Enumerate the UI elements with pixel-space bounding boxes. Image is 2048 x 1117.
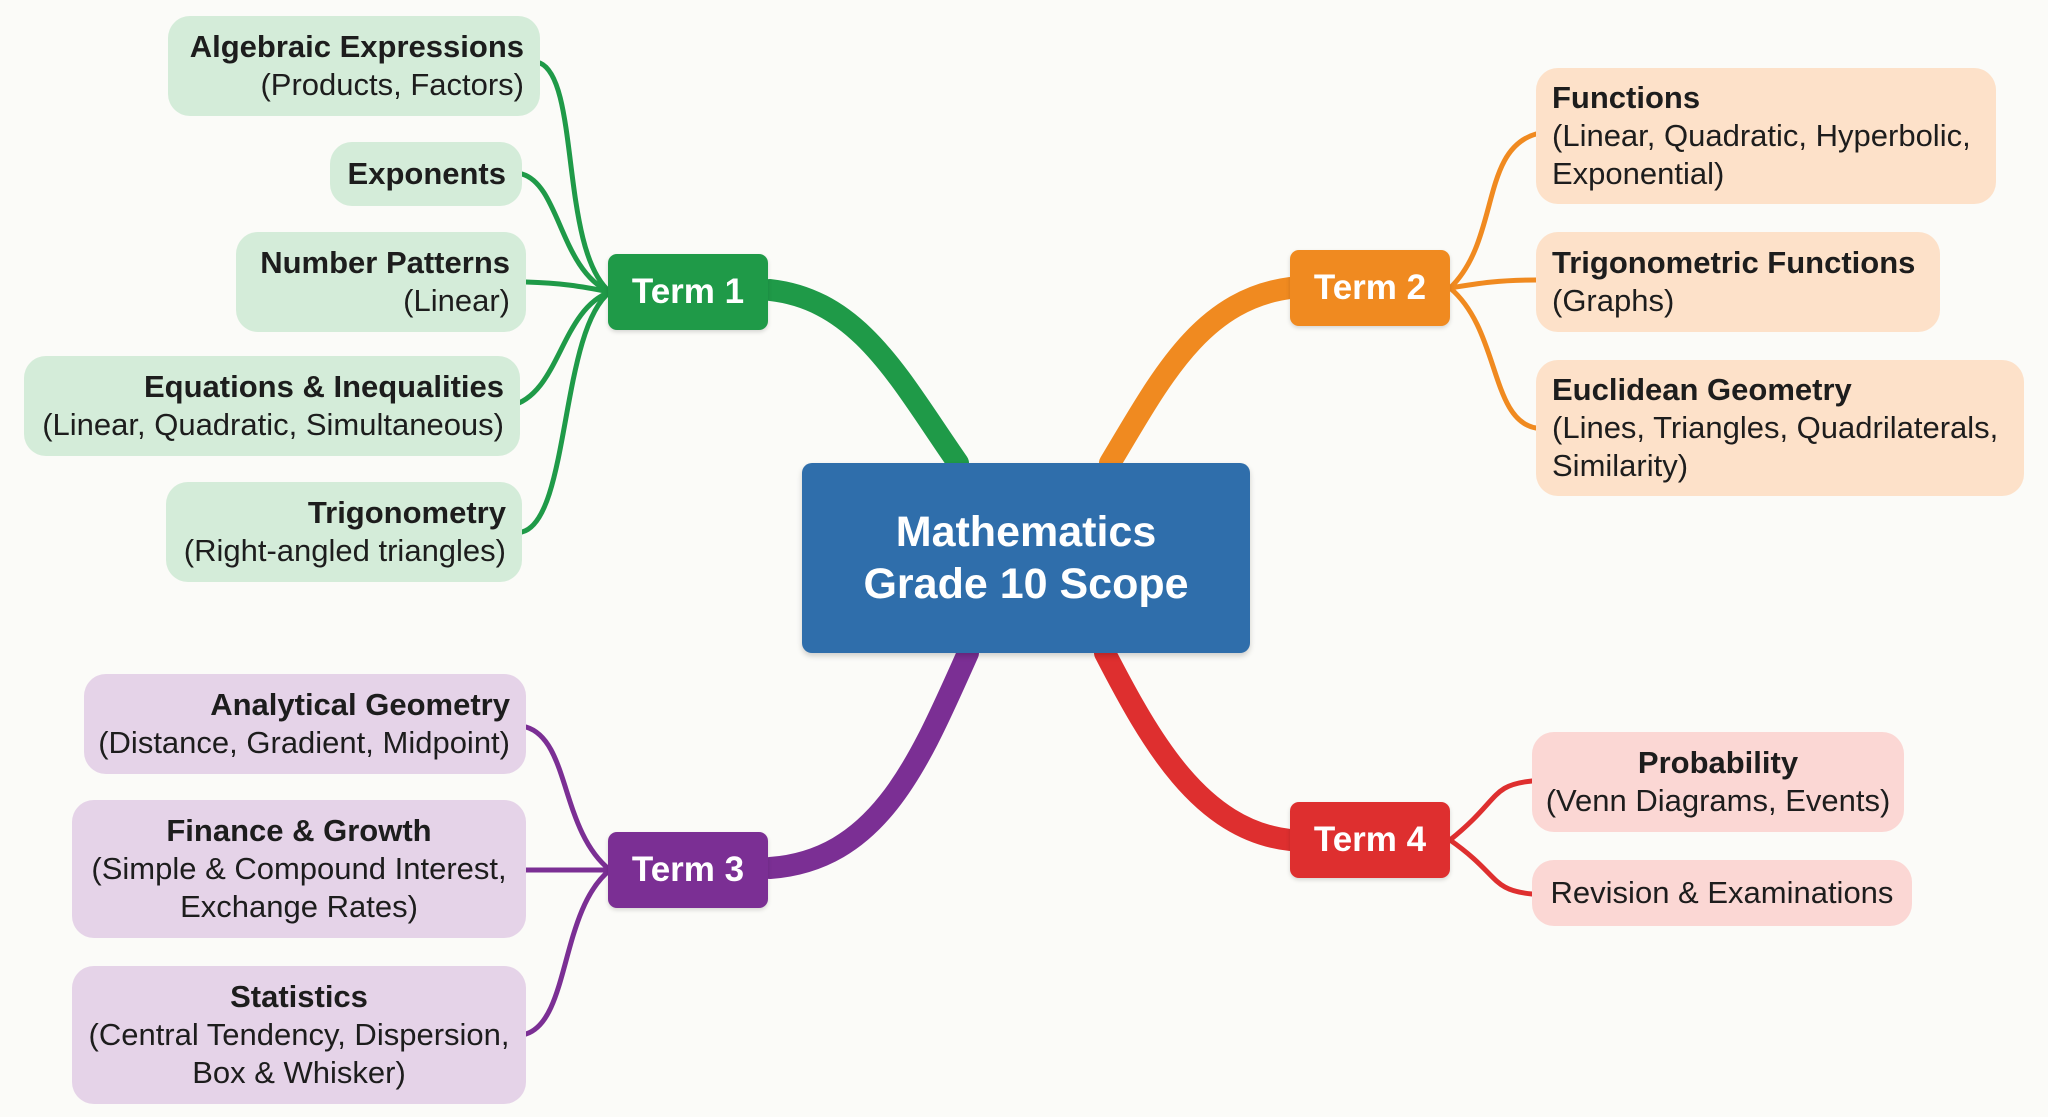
topic-euclidean-geometry: Euclidean Geometry (Lines, Triangles, Qu… xyxy=(1536,360,2024,496)
term-1-label: Term 1 xyxy=(631,272,745,311)
topic-equations-inequalities: Equations & Inequalities (Linear, Quadra… xyxy=(24,356,520,456)
topic-title: Trigonometric Functions xyxy=(1552,245,1916,280)
topic-title: Equations & Inequalities xyxy=(144,369,504,404)
branch-term1 xyxy=(759,279,969,474)
topic-analytical-geometry: Analytical Geometry (Distance, Gradient,… xyxy=(84,674,526,774)
topic-detail: (Lines, Triangles, Quadrilaterals, xyxy=(1552,410,1999,445)
term-2-label: Term 2 xyxy=(1313,268,1427,307)
branch-term2 xyxy=(1099,277,1301,474)
term-4-node: Term 4 xyxy=(1290,802,1450,878)
term-3-label: Term 3 xyxy=(631,850,745,889)
center-title-line2: Grade 10 Scope xyxy=(863,560,1189,608)
topic-statistics: Statistics (Central Tendency, Dispersion… xyxy=(72,966,526,1104)
topic-title: Functions xyxy=(1552,80,1701,115)
topic-detail: (Linear, Quadratic, Hyperbolic, xyxy=(1552,118,1971,153)
topic-revision-examinations: Revision & Examinations xyxy=(1532,860,1912,926)
topic-trigonometry: Trigonometry (Right-angled triangles) xyxy=(166,482,522,582)
topic-title: Exponents xyxy=(347,156,506,191)
term-4-label: Term 4 xyxy=(1313,820,1427,859)
topic-finance-growth: Finance & Growth (Simple & Compound Inte… xyxy=(72,800,526,938)
topic-algebraic-expressions: Algebraic Expressions (Products, Factors… xyxy=(168,16,540,116)
topic-title: Algebraic Expressions xyxy=(189,29,524,64)
topic-detail: (Venn Diagrams, Events) xyxy=(1545,783,1891,818)
topic-detail: (Linear) xyxy=(403,283,510,318)
topic-functions: Functions (Linear, Quadratic, Hyperbolic… xyxy=(1536,68,1996,204)
topic-detail: Box & Whisker) xyxy=(192,1055,406,1090)
topic-title: Finance & Growth xyxy=(166,813,432,848)
topic-detail: Exchange Rates) xyxy=(180,889,418,924)
topic-detail: Exponential) xyxy=(1552,156,1725,191)
branch-term3 xyxy=(759,642,979,879)
term-3-node: Term 3 xyxy=(608,832,768,908)
topic-detail: (Central Tendency, Dispersion, xyxy=(88,1017,510,1052)
center-title-line1: Mathematics xyxy=(895,508,1157,556)
topic-title: Probability xyxy=(1637,745,1799,780)
topic-title: Number Patterns xyxy=(260,245,510,280)
term3-sub-lines xyxy=(523,724,613,1037)
topic-probability: Probability (Venn Diagrams, Events) xyxy=(1532,732,1904,832)
term1-sub-lines xyxy=(507,60,613,535)
center-topic: Mathematics Grade 10 Scope xyxy=(802,463,1250,653)
topic-detail: (Distance, Gradient, Midpoint) xyxy=(98,725,510,760)
topic-detail: (Simple & Compound Interest, xyxy=(91,851,507,886)
topic-detail: (Right-angled triangles) xyxy=(183,533,506,568)
term2-sub-lines xyxy=(1447,131,1539,431)
topic-title: Statistics xyxy=(230,979,368,1014)
topic-detail: Similarity) xyxy=(1552,448,1689,483)
term4-sub-lines xyxy=(1447,778,1535,897)
topic-trigonometric-functions: Trigonometric Functions (Graphs) xyxy=(1536,232,1940,332)
topic-detail: (Linear, Quadratic, Simultaneous) xyxy=(42,407,504,442)
topic-detail: (Graphs) xyxy=(1552,283,1675,318)
term-1-node: Term 1 xyxy=(608,254,768,330)
topic-detail: Revision & Examinations xyxy=(1550,875,1894,910)
term-2-node: Term 2 xyxy=(1290,250,1450,326)
topic-title: Analytical Geometry xyxy=(210,687,510,722)
topic-title: Trigonometry xyxy=(307,495,506,530)
topic-title: Euclidean Geometry xyxy=(1552,372,1852,407)
topic-detail: (Products, Factors) xyxy=(260,67,524,102)
branch-term4 xyxy=(1094,642,1301,851)
topic-number-patterns: Number Patterns (Linear) xyxy=(236,232,526,332)
topic-exponents: Exponents xyxy=(330,142,522,206)
